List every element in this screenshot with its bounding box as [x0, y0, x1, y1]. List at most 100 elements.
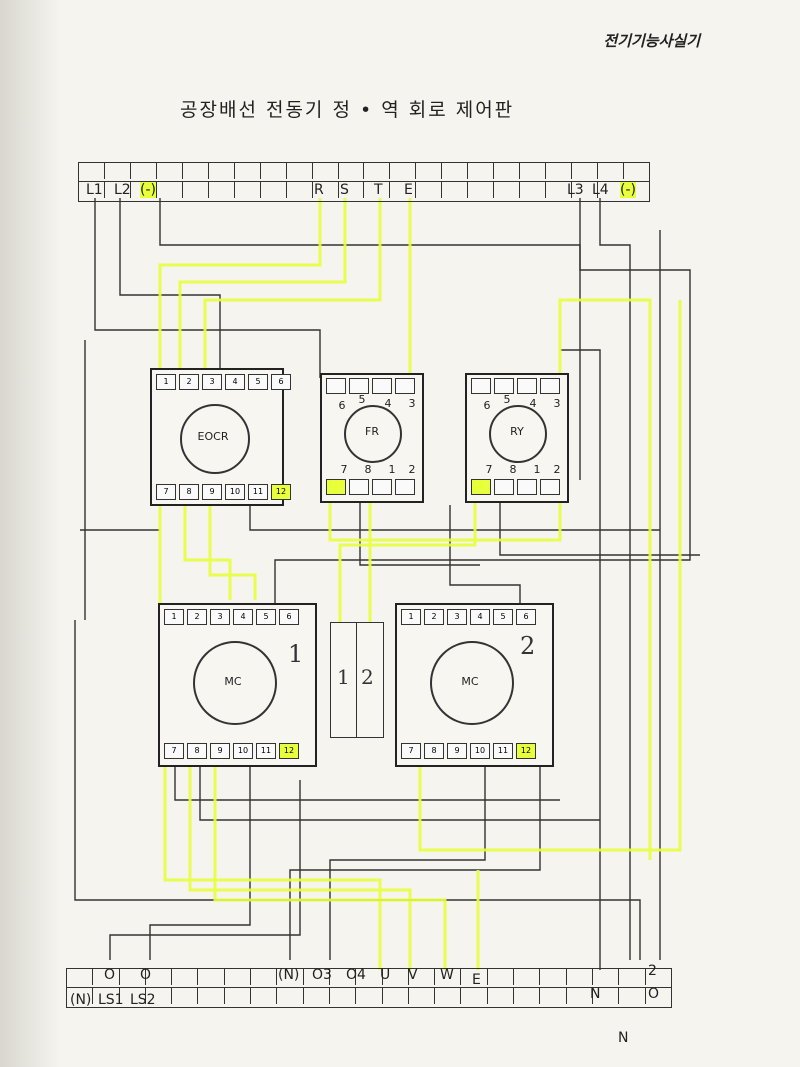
screw-terminal	[494, 479, 514, 495]
fr-bottom-screws	[326, 479, 415, 495]
bottom-terminal-label: (N)	[278, 967, 300, 983]
book-title: 전기기능사실기	[603, 32, 700, 50]
screw-terminal	[471, 378, 491, 394]
ry-base: RY 5 4 3 6 7 8 1 2	[465, 373, 569, 503]
mc1-pin: 4	[233, 609, 253, 625]
diagram-title: 공장배선 전동기 정 • 역 회로 제어판	[180, 99, 515, 121]
highlight-wire	[203, 198, 382, 378]
screw-terminal	[395, 378, 415, 394]
wire	[149, 760, 251, 960]
bottom-terminal-label: W	[440, 967, 454, 983]
mc1-pin: 1	[164, 609, 184, 625]
mc2-pin: 9	[447, 743, 467, 759]
wire	[499, 500, 700, 556]
screw-terminal	[372, 479, 392, 495]
terminal-label-r: R	[314, 182, 324, 198]
eocr-top-pins: 1 2 3 4 5 6	[156, 374, 291, 390]
mc2-pin: 7	[401, 743, 421, 759]
screw-terminal	[395, 479, 415, 495]
mc2-pin: 5	[493, 609, 513, 625]
ry-socket-ring	[489, 405, 547, 463]
ry-number: 8	[509, 463, 517, 476]
terminal-label-e: E	[404, 182, 413, 198]
mc2-pin: 6	[516, 609, 536, 625]
fr-top-screws	[326, 378, 415, 394]
bottom-terminal-label: O	[648, 986, 660, 1002]
terminal-label-l4: L4	[592, 182, 609, 198]
mc1-pin: 11	[256, 743, 276, 759]
fr-number: 8	[364, 463, 372, 476]
eocr-pin: 1	[156, 374, 176, 390]
highlight-wire	[418, 300, 682, 852]
fr-number: 7	[340, 463, 348, 476]
fr-number: 5	[358, 393, 366, 406]
mc1-pin: 9	[210, 743, 230, 759]
fr-number: 4	[384, 397, 392, 410]
ry-top-screws	[471, 378, 560, 394]
screw-terminal	[372, 378, 392, 394]
mc2-pin: 11	[493, 743, 513, 759]
mc2-socket-ring	[430, 641, 514, 725]
bottom-terminal-label: O	[104, 967, 116, 983]
mc1-pin: 10	[233, 743, 253, 759]
mc1-pin: 12	[279, 743, 299, 759]
eocr-bottom-pins: 7 8 9 10 11 12	[156, 484, 291, 500]
wire	[174, 765, 560, 801]
mc2-name: MC	[461, 675, 479, 688]
screw-terminal	[471, 479, 491, 495]
mc1-handwritten-mark: 1	[288, 640, 304, 668]
mc2-pin: 12	[516, 743, 536, 759]
screw-terminal	[540, 479, 560, 495]
ry-number: 5	[503, 393, 511, 406]
mc1-name: MC	[224, 675, 242, 688]
highlight-wire	[163, 765, 382, 970]
screw-terminal	[326, 378, 346, 394]
mc2-base: 1 2 3 4 5 6 MC 7 8 9 10 11 12	[395, 603, 554, 767]
highlight-wire	[158, 198, 322, 378]
bottom-terminal-label: LS2	[130, 992, 156, 1008]
eocr-pin: 2	[179, 374, 199, 390]
mc1-pin: 8	[187, 743, 207, 759]
terminal-label-minus-2: (-)	[620, 182, 636, 198]
mc1-pin: 7	[164, 743, 184, 759]
top-terminal-block	[78, 162, 650, 202]
terminal-label-s: S	[340, 182, 349, 198]
fr-number: 6	[338, 399, 346, 412]
mc2-pin: 3	[447, 609, 467, 625]
fr-base: FR 5 4 3 6 7 8 1 2	[320, 373, 424, 503]
screw-terminal	[349, 479, 369, 495]
ry-number: 1	[533, 463, 541, 476]
wire	[359, 500, 480, 566]
wire	[159, 198, 581, 480]
wire	[274, 198, 691, 605]
eocr-pin: 7	[156, 484, 176, 500]
screw-terminal	[517, 479, 537, 495]
middle-block-label-2: 2	[361, 665, 374, 689]
ry-name: RY	[510, 425, 524, 438]
wire	[289, 765, 541, 960]
middle-block-label-1: 1	[337, 665, 350, 689]
wire	[94, 198, 321, 378]
screw-terminal	[349, 378, 369, 394]
ry-number: 3	[553, 397, 561, 410]
mc1-pin: 5	[256, 609, 276, 625]
bottom-terminal-label: U	[380, 967, 391, 983]
bottom-terminal-label: N	[590, 986, 601, 1002]
fr-number: 1	[388, 463, 396, 476]
eocr-pin: 11	[248, 484, 268, 500]
highlight-wire	[188, 765, 412, 970]
bottom-terminal-block	[66, 968, 672, 1008]
highlight-wire	[178, 198, 347, 378]
eocr-pin: 3	[202, 374, 222, 390]
mc2-top-pins: 1 2 3 4 5 6	[401, 609, 536, 625]
wire	[560, 349, 601, 970]
mc2-pin: 1	[401, 609, 421, 625]
ry-number: 2	[553, 463, 561, 476]
mc2-handwritten-mark: 2	[520, 632, 536, 660]
eocr-pin: 12	[271, 484, 291, 500]
eocr-pin: 9	[202, 484, 222, 500]
mc2-pin: 4	[470, 609, 490, 625]
bottom-terminal-label: (N)	[70, 992, 92, 1008]
eocr-pin: 10	[225, 484, 245, 500]
